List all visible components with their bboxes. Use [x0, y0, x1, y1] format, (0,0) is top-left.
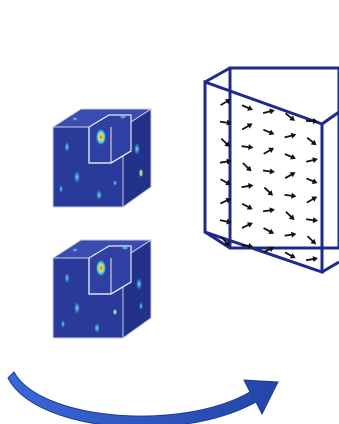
orientation-arrow-glyph [262, 107, 275, 116]
microstructure-cube-bottom [53, 240, 151, 338]
orientation-arrow-glyph [284, 210, 297, 223]
orientation-arrows [219, 97, 319, 264]
orientation-arrow-glyph [241, 182, 254, 190]
orientation-arrow-glyph [241, 121, 254, 132]
orientation-arrow-glyph [262, 225, 275, 236]
orientation-arrow-glyph [241, 143, 254, 150]
orientation-arrow-glyph [305, 234, 318, 247]
curved-arrow-shape [8, 372, 278, 424]
orientation-arrow-glyph [284, 231, 297, 239]
speckle [96, 260, 106, 276]
orientation-arrow-glyph [284, 170, 297, 181]
orientation-arrow-glyph [241, 220, 254, 231]
orientation-arrow-glyph [284, 132, 297, 141]
orientation-arrow-glyph [262, 145, 275, 156]
orientation-arrow-glyph [306, 216, 319, 223]
orientation-arrow-glyph [306, 255, 319, 263]
orientation-arrow-glyph [241, 102, 254, 112]
orientation-arrow-glyph [263, 168, 276, 175]
orientation-arrow-glyph [241, 201, 254, 212]
orientation-arrow-glyph [305, 176, 318, 186]
orientation-arrow-glyph [241, 161, 254, 174]
orientation-arrow-glyph [284, 151, 297, 161]
microstructure-cube-top [53, 109, 151, 207]
orientation-arrow-glyph [263, 207, 276, 215]
orientation-arrow-glyph [305, 194, 318, 205]
curved-arrow [8, 372, 278, 424]
orientation-arrow-glyph [305, 135, 318, 147]
speckle [96, 129, 106, 145]
orientation-arrow-glyph [306, 156, 319, 165]
orientation-arrow-glyph [262, 185, 275, 198]
orientation-arrow-glyph [262, 127, 275, 137]
orientation-arrow-glyph [284, 192, 297, 199]
orientation-field-box [205, 68, 339, 272]
